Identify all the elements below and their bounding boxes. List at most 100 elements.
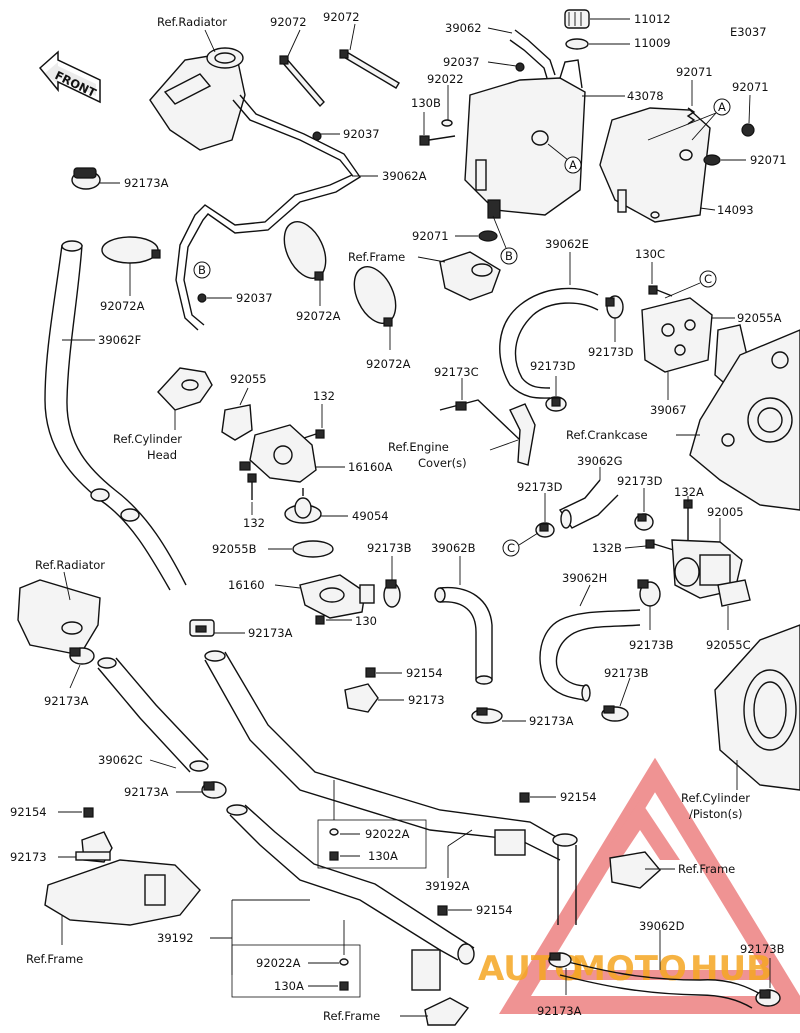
clamp-92173-left	[75, 831, 113, 863]
label-130c: 130C	[635, 247, 665, 261]
bolt-132-top	[303, 429, 325, 439]
label-14093: 14093	[717, 203, 754, 217]
label-132-bottom: 132	[243, 516, 265, 530]
label-ref-engine-1: Ref.Engine	[388, 440, 449, 454]
clamp-92173d-4	[634, 513, 654, 531]
label-132a: 132A	[674, 485, 704, 499]
label-ref-frame-1: Ref.Frame	[348, 250, 405, 264]
label-ref-frame-4: Ref.Frame	[323, 1009, 380, 1023]
label-39062e: 39062E	[545, 237, 589, 251]
label-11012: 11012	[634, 12, 671, 26]
label-92173d-3: 92173D	[517, 480, 563, 494]
pipe-39192	[226, 804, 475, 991]
label-ref-frame-2: Ref.Frame	[678, 862, 735, 876]
label-49054: 49054	[352, 509, 389, 523]
watermark-brand-moto: MOTO	[572, 949, 687, 989]
washer-92022	[441, 119, 453, 127]
gasket-92055	[221, 404, 253, 441]
label-92173a-2: 92173A	[44, 694, 89, 708]
label-130b: 130B	[411, 96, 441, 110]
callout-a-tank	[564, 156, 582, 174]
reservoir-cap-11012	[564, 9, 590, 29]
hose-39062e	[499, 287, 599, 399]
label-132-top: 132	[313, 389, 335, 403]
hose-39062g	[558, 479, 619, 529]
label-92173a-1: 92173A	[124, 176, 169, 190]
label-39062c: 39062C	[98, 753, 143, 767]
label-92055b: 92055B	[212, 542, 257, 556]
clamp-92173a-6	[548, 952, 572, 968]
clamp-92173d-1	[605, 295, 624, 319]
frame-bracket-1	[439, 251, 501, 301]
thermostat-cover-16160	[299, 574, 375, 619]
label-92055c: 92055C	[706, 638, 751, 652]
label-92055: 92055	[230, 372, 267, 386]
clamp-92173a-4	[189, 619, 215, 637]
label-92173b-4: 92173B	[740, 942, 785, 956]
bolt-130c	[648, 285, 673, 297]
bolt-132a	[683, 499, 693, 540]
label-92072a-3: 92072A	[366, 357, 411, 371]
label-16160a: 16160A	[348, 460, 393, 474]
clamp-92173-mid	[344, 683, 379, 713]
label-39062d: 39062D	[639, 919, 685, 933]
radiator-left-shape	[17, 579, 101, 656]
clamp-92173b-4	[755, 989, 781, 1007]
label-39067: 39067	[650, 403, 687, 417]
label-ref-radiator-top: Ref.Radiator	[157, 15, 227, 29]
bolt-92154-2	[519, 792, 530, 803]
label-92173d-1: 92173D	[588, 345, 634, 359]
oring-92055b	[292, 540, 334, 558]
zip-tie-92072-b	[339, 49, 400, 89]
strap-92072a-2	[283, 221, 327, 281]
label-92022a-2: 92022A	[256, 956, 301, 970]
clamp-92173b-2	[637, 579, 661, 607]
diagram-code: E3037	[730, 25, 767, 39]
label-ref-cyl-head-2: Head	[147, 448, 177, 462]
grommet-92071-1	[478, 230, 498, 242]
callout-a-cover-text: A	[718, 100, 726, 114]
grommet-92071-3	[741, 123, 755, 137]
callout-b-tank	[500, 247, 518, 265]
radiator-top-shape	[149, 47, 246, 151]
thermostat-housing-16160a	[239, 424, 317, 483]
label-39062: 39062	[445, 21, 482, 35]
callout-c-top	[699, 270, 717, 288]
label-39062a: 39062A	[382, 169, 427, 183]
label-ref-cyl-head-1: Ref.Cylinder	[113, 432, 182, 446]
label-39192: 39192	[157, 931, 194, 945]
label-92173d-2: 92173D	[530, 359, 576, 373]
hose-39062c	[97, 657, 209, 773]
label-132b: 132B	[592, 541, 622, 555]
label-39062g: 39062G	[577, 454, 623, 468]
label-92071-3: 92071	[732, 80, 769, 94]
label-92173a-3: 92173A	[124, 785, 169, 799]
engine-cover-bracket	[509, 403, 536, 466]
label-92072a-2: 92072A	[296, 309, 341, 323]
label-92072-a: 92072	[270, 15, 307, 29]
label-92022a-1: 92022A	[365, 827, 410, 841]
label-11009: 11009	[634, 36, 671, 50]
label-ref-engine-2: Cover(s)	[418, 456, 467, 470]
bolt-132-bottom	[247, 473, 257, 500]
gasket-92055c	[717, 579, 751, 607]
bolt-130	[315, 615, 325, 625]
label-92173b-2: 92173B	[629, 638, 674, 652]
callout-c-bottom-text: C	[507, 541, 515, 555]
label-92154-1: 92154	[406, 666, 443, 680]
pipe-39192a	[204, 650, 578, 925]
grommet-92071-4	[703, 154, 721, 166]
callout-a-cover	[713, 98, 731, 116]
label-92154-3: 92154	[10, 805, 47, 819]
label-92071-2: 92071	[676, 65, 713, 79]
label-ref-frame-3: Ref.Frame	[26, 952, 83, 966]
watermark-logo	[498, 757, 800, 1014]
bolt-130b	[419, 135, 456, 146]
label-130a-2: 130A	[274, 979, 304, 993]
label-92173a-4: 92173A	[248, 626, 293, 640]
clamp-92173d-3	[535, 522, 555, 538]
label-ref-crankcase: Ref.Crankcase	[566, 428, 648, 442]
bolt-92154-3	[83, 807, 94, 818]
label-92173-left: 92173	[10, 850, 47, 864]
seal-11009	[565, 38, 589, 50]
